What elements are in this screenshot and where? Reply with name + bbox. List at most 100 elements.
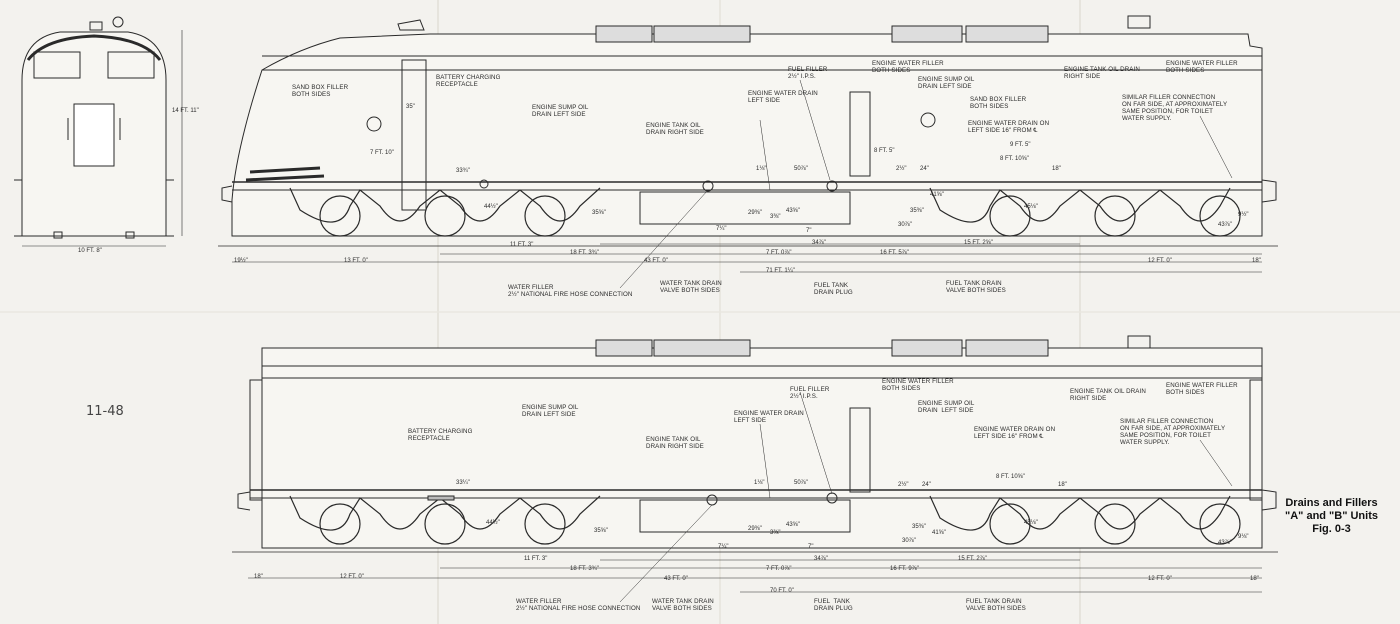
a-dim-22: 2½" — [896, 166, 907, 172]
b-dim-8ft10: 8 FT. 10⅝" — [996, 474, 1025, 480]
b-dim-7: 7" — [808, 544, 814, 550]
b-dim-18ft3: 18 FT. 3¾" — [570, 566, 599, 572]
b-engine-water-filler-mid: ENGINE WATER FILLER BOTH SIDES — [882, 378, 954, 392]
b-dim-45: 45⅛" — [1024, 520, 1038, 526]
caption-line-2: "A" and "B" Units — [1285, 510, 1378, 522]
a-fuel-tank-drain: FUEL TANK DRAIN VALVE BOTH SIDES — [946, 280, 1006, 294]
a-dim-30: 30⅞" — [898, 222, 912, 228]
b-dim-15ft: 15 FT. 2⅞" — [958, 556, 987, 562]
b-dim-35c: 35⅜" — [912, 524, 926, 530]
a-dim-14: 1⅛" — [756, 166, 767, 172]
b-dim-14: 1⅛" — [754, 480, 765, 486]
a-engine-tank-oil: ENGINE TANK OIL DRAIN RIGHT SIDE — [646, 122, 704, 136]
b-dim-30: 30⅞" — [902, 538, 916, 544]
b-battery-receptacle: BATTERY CHARGING RECEPTACLE — [408, 428, 473, 442]
b-fuel-tank-drain: FUEL TANK DRAIN VALVE BOTH SIDES — [966, 598, 1026, 612]
a-engine-sump-oil: ENGINE SUMP OIL DRAIN LEFT SIDE — [532, 104, 589, 118]
a-fuel-tank-drain-plug: FUEL TANK DRAIN PLUG — [814, 282, 853, 296]
b-engine-water-drain-on: ENGINE WATER DRAIN ON LEFT SIDE 16" FROM… — [974, 426, 1056, 440]
a-similar-filler: SIMILAR FILLER CONNECTION ON FAR SIDE, A… — [1122, 94, 1228, 122]
a-dim-43ft: 43 FT. 0" — [644, 258, 668, 264]
end-view — [14, 16, 183, 247]
b-dim-74: 7¼" — [718, 544, 729, 550]
b-dim-41: 41⅝" — [932, 530, 946, 536]
b-dim-36: 3⅜" — [770, 530, 781, 536]
b-engine-water-drain: ENGINE WATER DRAIN LEFT SIDE — [734, 410, 804, 424]
a-dim-33: 33¾" — [456, 168, 470, 174]
caption-line-3: Fig. 0-3 — [1312, 523, 1351, 535]
b-dim-34: 34⅞" — [814, 556, 828, 562]
b-dim-18: 18" — [254, 574, 263, 580]
a-dim-18end: 18" — [1252, 258, 1261, 264]
a-water-tank-drain: WATER TANK DRAIN VALVE BOTH SIDES — [660, 280, 722, 294]
a-dim-24: 24" — [920, 166, 929, 172]
a-engine-water-drain: ENGINE WATER DRAIN LEFT SIDE — [748, 90, 818, 104]
b-water-filler: WATER FILLER 2½" NATIONAL FIRE HOSE CONN… — [516, 598, 641, 612]
b-dim-9: 9⅛" — [1238, 534, 1249, 540]
a-dim-8ft10: 8 FT. 10⅝" — [1000, 156, 1029, 162]
figure-caption: Drains and Fillers "A" and "B" Units Fig… — [1285, 497, 1378, 536]
a-dim-11ft3: 11 FT. 3" — [510, 242, 534, 248]
b-dim-18end: 18" — [1250, 576, 1259, 582]
a-engine-tank-oil-2: ENGINE TANK OIL DRAIN RIGHT SIDE — [1064, 66, 1140, 80]
b-engine-tank-oil: ENGINE TANK OIL DRAIN RIGHT SIDE — [646, 436, 704, 450]
b-dim-43: 43⅝" — [786, 522, 800, 528]
a-dim-18b: 18" — [1052, 166, 1061, 172]
b-dim-11ft3: 11 FT. 3" — [524, 556, 548, 562]
b-dim-44: 44½" — [486, 520, 500, 526]
b-fuel-filler: FUEL FILLER 2½" I.P.S. — [790, 386, 830, 400]
a-water-filler: WATER FILLER 2½" NATIONAL FIRE HOSE CONN… — [508, 284, 633, 298]
b-similar-filler: SIMILAR FILLER CONNECTION ON FAR SIDE, A… — [1120, 418, 1226, 446]
a-dim-8ft5: 8 FT. 5" — [874, 148, 895, 154]
unit-a-elevation — [218, 15, 1278, 247]
a-dim-7ft10: 7 FT. 10" — [370, 150, 394, 156]
a-dim-18ft3: 18 FT. 3¾" — [570, 250, 599, 256]
a-dim-71ft: 71 FT. 1¼" — [766, 268, 795, 274]
a-dim-29: 29⅜" — [748, 210, 762, 216]
a-dim-44: 44½" — [484, 204, 498, 210]
b-dim-12ft: 12 FT. 0" — [340, 574, 364, 580]
a-dim-35c: 35⅜" — [910, 208, 924, 214]
b-engine-water-filler-end: ENGINE WATER FILLER BOTH SIDES — [1166, 382, 1238, 396]
a-dim-7: 7" — [806, 228, 812, 234]
a-dim-15ft: 15 FT. 2⅝" — [964, 240, 993, 246]
b-dim-35: 35⅝" — [594, 528, 608, 534]
b-dim-24: 24" — [922, 482, 931, 488]
b-dim-22: 2½" — [898, 482, 909, 488]
a-dim-74: 7¼" — [716, 226, 727, 232]
b-dim-18b: 18" — [1058, 482, 1067, 488]
b-dim-43ft: 43 FT. 0" — [664, 576, 688, 582]
b-dim-29: 29⅜" — [748, 526, 762, 532]
a-dim-7ft0: 7 FT. 0⅞" — [766, 250, 792, 256]
a-engine-sump-oil-2: ENGINE SUMP OIL DRAIN LEFT SIDE — [918, 76, 975, 90]
unit-b-elevation — [232, 335, 1278, 553]
b-fuel-tank-drain-plug: FUEL TANK DRAIN PLUG — [814, 598, 853, 612]
a-dim-13ft: 13 FT. 0" — [344, 258, 368, 264]
a-fuel-filler: FUEL FILLER 2½" I.P.S. — [788, 66, 828, 80]
a-dim-9: 9½" — [1238, 212, 1249, 218]
margin-note: 11-48 — [86, 404, 124, 419]
a-dim-19: 19½" — [234, 258, 248, 264]
b-dim-16ft: 16 FT. 9⅞" — [890, 566, 919, 572]
a-dim-35: 35" — [406, 104, 415, 110]
a-dim-16ft: 16 FT. 5⅞" — [880, 250, 909, 256]
a-dim-43b: 43⅞" — [1218, 222, 1232, 228]
b-water-tank-drain: WATER TANK DRAIN VALVE BOTH SIDES — [652, 598, 714, 612]
a-dim-12ft: 12 FT. 0" — [1148, 258, 1172, 264]
a-dim-41: 41⅝" — [930, 192, 944, 198]
b-dim-7ft0: 7 FT. 0⅞" — [766, 566, 792, 572]
a-dim-35b: 35⅝" — [592, 210, 606, 216]
a-dim-45: 45⅛" — [1024, 204, 1038, 210]
b-dim-33: 33¼" — [456, 480, 470, 486]
b-dim-50: 50⅞" — [794, 480, 808, 486]
a-engine-water-filler-mid: ENGINE WATER FILLER BOTH SIDES — [872, 60, 944, 74]
b-dim-43b: 43⅞" — [1218, 540, 1232, 546]
leader-lines — [232, 79, 1262, 603]
b-engine-sump-oil-2: ENGINE SUMP OIL DRAIN LEFT SIDE — [918, 400, 975, 414]
a-battery-receptacle: BATTERY CHARGING RECEPTACLE — [436, 74, 501, 88]
a-dim-36: 3⅜" — [770, 214, 781, 220]
a-dim-34: 34⅞" — [812, 240, 826, 246]
a-dim-9ft5: 9 FT. 5" — [1010, 142, 1031, 148]
a-dim-43: 43⅝" — [786, 208, 800, 214]
